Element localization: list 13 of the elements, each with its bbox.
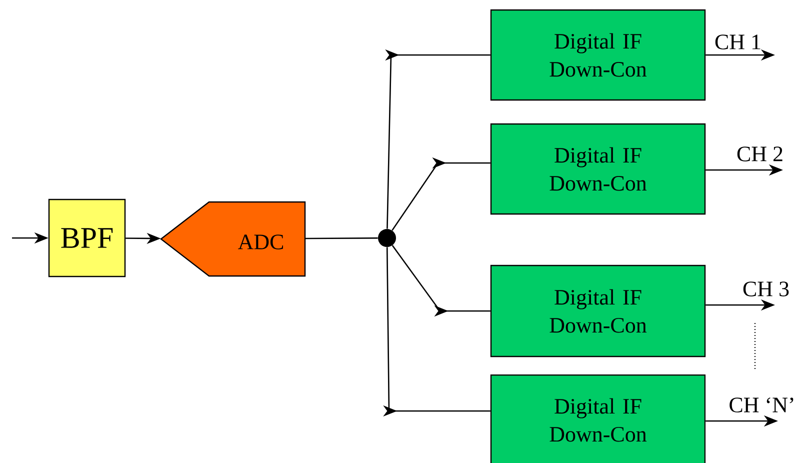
arrow xyxy=(392,157,490,231)
edge-label: CH 3 xyxy=(743,282,789,296)
edge-label: CH 2 xyxy=(737,146,782,162)
edge-label: CH 1 xyxy=(715,34,760,50)
edge-label: CH ‘N’ xyxy=(730,398,794,412)
arrow xyxy=(385,49,490,229)
process-box: Digital IF Down-Con xyxy=(490,123,706,215)
filter-box: BPF xyxy=(48,198,126,278)
converter-block: ADC xyxy=(160,201,306,277)
process-box: Digital IF Down-Con xyxy=(490,264,706,358)
process-box: Digital IF Down-Con xyxy=(490,9,706,101)
process-box: Digital IF Down-Con xyxy=(490,374,706,463)
junction-dot xyxy=(378,229,396,247)
